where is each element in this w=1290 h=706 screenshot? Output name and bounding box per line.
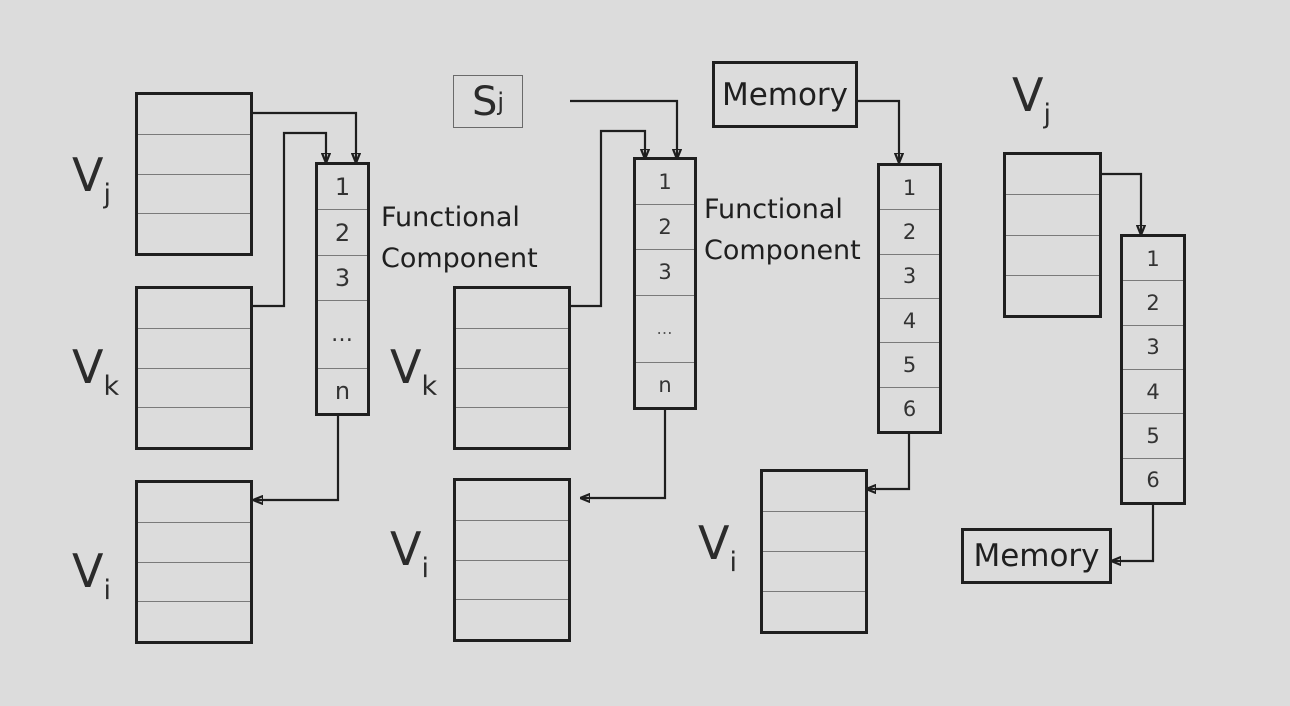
memory-source: Memory (712, 61, 858, 128)
wire-pipe4-to-memory (1112, 503, 1155, 561)
vj-register (135, 92, 253, 256)
pipeline-stage: 4 (880, 299, 939, 344)
pipeline-stage: 2 (318, 210, 367, 256)
pipeline-stage: 3 (880, 255, 939, 299)
vi-register (453, 478, 571, 642)
vj-register (1003, 152, 1102, 318)
pipeline-stage: … (636, 296, 694, 363)
pipeline-stage: 1 (318, 165, 367, 211)
vk-label: Vk (390, 340, 438, 402)
load-pipeline: 1 2 3 4 5 6 (877, 163, 942, 434)
pipeline-stage: 5 (1123, 414, 1183, 459)
store-pipeline: 1 2 3 4 5 6 (1120, 234, 1186, 505)
pipeline-stage: 1 (1123, 237, 1183, 282)
pipeline-stage: 4 (1123, 370, 1183, 415)
pipeline-stage: n (658, 372, 672, 397)
vi-register (135, 480, 253, 644)
pipeline-stage: 3 (1123, 326, 1183, 370)
vi-label: Vi (698, 516, 737, 578)
wire-pipe2-to-vi (581, 409, 667, 498)
pipeline-stage: 6 (1146, 468, 1160, 493)
vi-label: Vi (72, 544, 111, 606)
memory-destination: Memory (961, 528, 1112, 584)
functional-component-label: Functional Component (381, 202, 538, 274)
vk-register (453, 286, 571, 450)
vi-register (760, 469, 868, 634)
wire-pipe-to-vi (254, 415, 340, 500)
pipeline-stage: 6 (902, 397, 917, 422)
wire-sj-to-pipe (570, 99, 677, 158)
wire-vj-to-pipe (252, 111, 356, 162)
functional-unit-pipeline: 1 2 3 … n (315, 162, 370, 416)
vk-register (135, 286, 253, 450)
pipeline-stage: 2 (1123, 281, 1183, 326)
pipeline-stage: 1 (636, 160, 694, 206)
vi-label: Vi (390, 522, 429, 584)
wire-vk-to-pipe (252, 131, 326, 308)
vj-label: Vj (1012, 68, 1051, 130)
pipeline-stage: 2 (880, 210, 939, 255)
vj-label: Vj (72, 148, 111, 210)
wire-memory-to-pipe (857, 99, 899, 162)
pipeline-stage: 2 (636, 205, 694, 251)
pipeline-stage: 5 (880, 343, 939, 388)
pipeline-stage: 1 (880, 166, 939, 211)
pipeline-stage: n (334, 376, 351, 405)
functional-unit-pipeline: 1 2 3 … n (633, 157, 697, 410)
pipeline-stage: 3 (636, 250, 694, 296)
wire-pipe3-to-vi (867, 432, 911, 489)
vk-label: Vk (72, 340, 120, 402)
functional-component-label: Functional Component (704, 194, 861, 266)
pipeline-stage: 3 (318, 256, 367, 302)
wire-vj4-to-pipe (1100, 172, 1141, 234)
wire-vk2-to-pipe (570, 129, 645, 308)
pipeline-stage: … (318, 301, 367, 369)
